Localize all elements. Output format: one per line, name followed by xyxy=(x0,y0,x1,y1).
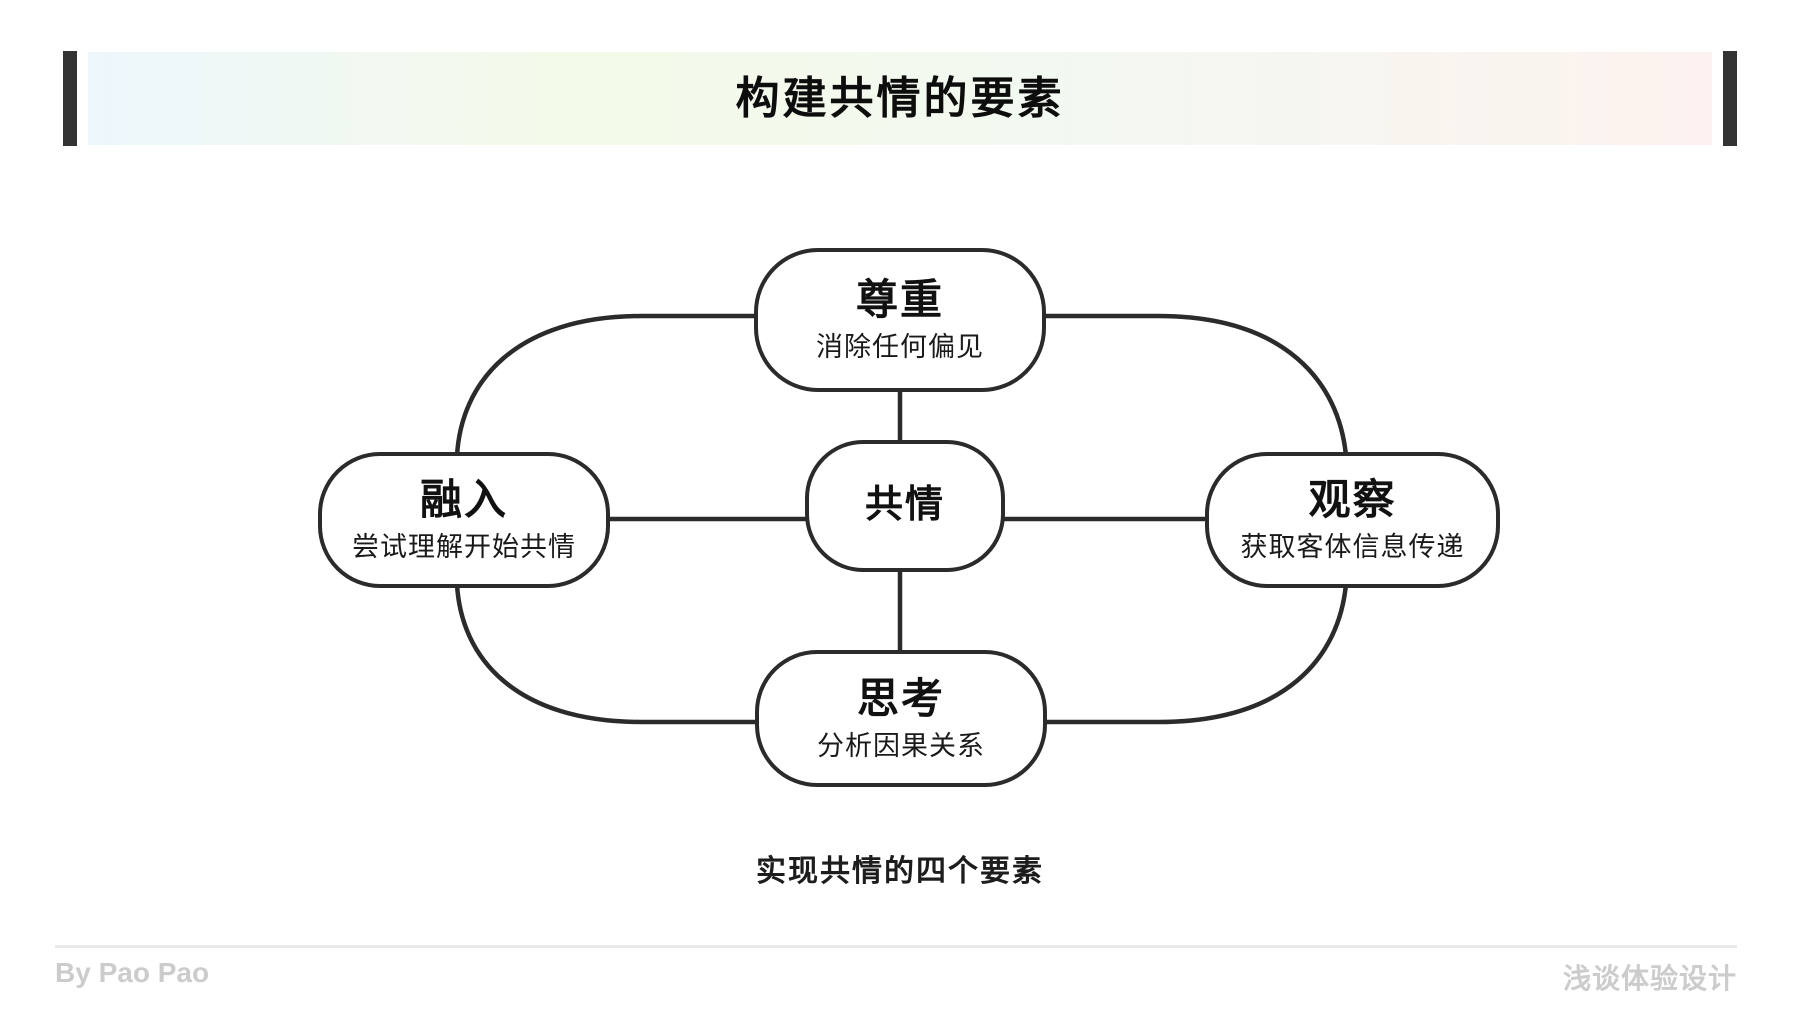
diagram-caption: 实现共情的四个要素 xyxy=(756,855,1044,888)
footer-author: By Pao Pao xyxy=(55,957,210,988)
node-observe-sublabel: 获取客体信息传递 xyxy=(1240,532,1465,563)
node-integrate-label: 融入 xyxy=(419,476,508,524)
connector-respect-observe xyxy=(1040,313,1349,457)
header-gradient-banner: 构建共情的要素 xyxy=(88,52,1712,145)
node-observe: 观察 获取客体信息传递 xyxy=(1205,452,1500,588)
node-respect-label: 尊重 xyxy=(855,276,944,324)
header-right-accent-bar xyxy=(1723,51,1737,146)
node-integrate: 融入 尝试理解开始共情 xyxy=(318,452,610,588)
node-empathy-center: 共情 xyxy=(805,440,1005,572)
header-left-accent-bar xyxy=(63,51,77,146)
connector-think-observe xyxy=(1040,583,1349,725)
node-respect-sublabel: 消除任何偏见 xyxy=(816,332,984,363)
node-think: 思考 分析因果关系 xyxy=(755,650,1047,787)
connector-integrate-respect xyxy=(454,313,760,457)
node-respect: 尊重 消除任何偏见 xyxy=(754,248,1046,392)
node-observe-label: 观察 xyxy=(1308,476,1397,524)
node-empathy-label: 共情 xyxy=(864,484,945,527)
footer-brand: 浅谈体验设计 xyxy=(1562,963,1737,994)
connector-integrate-think xyxy=(454,583,760,725)
node-integrate-sublabel: 尝试理解开始共情 xyxy=(352,532,576,563)
node-think-label: 思考 xyxy=(856,674,945,722)
footer-divider xyxy=(55,945,1737,948)
page-title: 构建共情的要素 xyxy=(735,73,1065,123)
node-think-sublabel: 分析因果关系 xyxy=(817,730,985,761)
